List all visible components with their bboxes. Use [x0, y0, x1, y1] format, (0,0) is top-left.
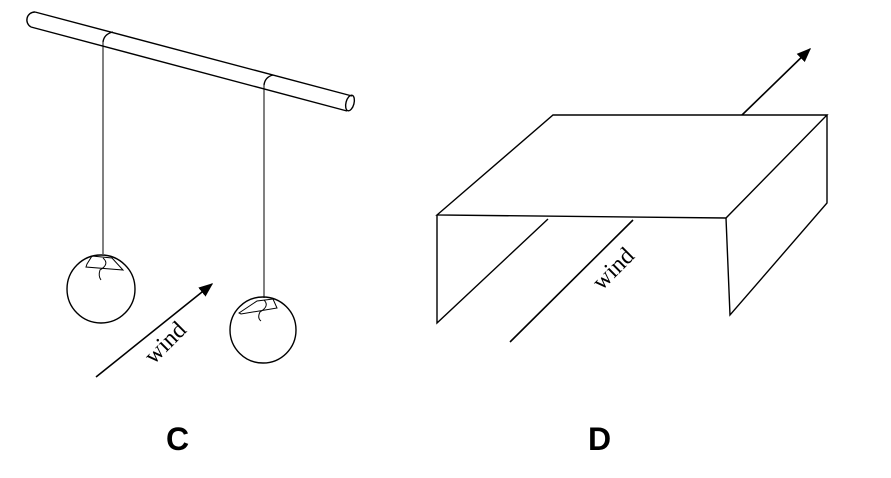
wind-arrow-c — [95, 283, 214, 378]
right-wall — [725, 115, 828, 317]
panel-c-drawing — [26, 11, 356, 378]
ball-left — [66, 254, 136, 324]
panel-label-d: D — [588, 421, 612, 457]
roof — [435, 114, 829, 219]
panel-d-drawing — [435, 47, 829, 343]
left-wall — [436, 215, 549, 325]
wind-arrow-d — [741, 47, 812, 116]
panel-label-c: C — [166, 421, 190, 457]
rod — [26, 11, 356, 112]
ball-right — [229, 296, 297, 364]
wind-line-d — [509, 219, 634, 343]
